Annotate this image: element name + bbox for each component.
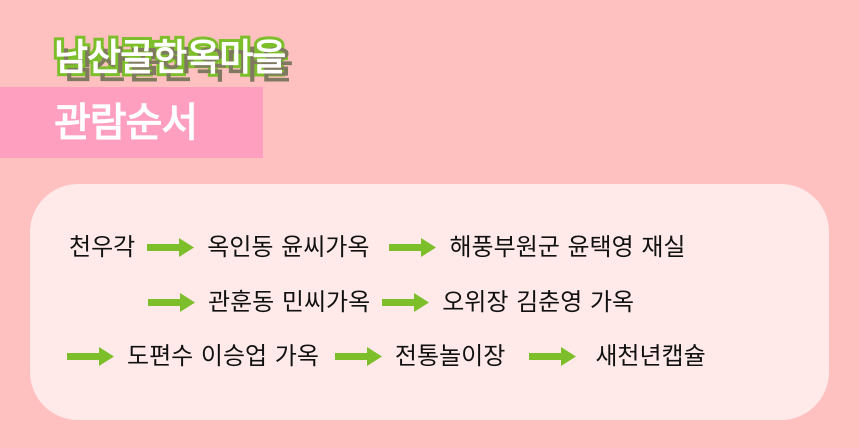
right-arrow-icon (67, 346, 115, 366)
route-stop: 오위장 김춘영 가옥 (442, 288, 635, 316)
route-row-2: 관훈동 민씨가옥 오위장 김춘영 가옥 (148, 286, 634, 318)
right-arrow-icon (382, 292, 430, 312)
route-stop: 도편수 이승업 가옥 (127, 342, 319, 370)
route-stop: 천우각 (69, 233, 136, 261)
right-arrow-icon (147, 237, 195, 257)
route-stop: 관훈동 민씨가옥 (208, 288, 371, 316)
route-stop: 옥인동 윤씨가옥 (207, 233, 370, 261)
route-row-3: 도편수 이승업 가옥 전통놀이장 새천년캡슐 (67, 340, 706, 372)
page-title: 남산골한옥마을 (51, 33, 289, 82)
right-arrow-icon (148, 292, 196, 312)
right-arrow-icon (334, 346, 383, 366)
route-stop: 해풍부원군 윤택영 재실 (449, 233, 686, 261)
right-arrow-icon (529, 346, 577, 366)
route-row-1: 천우각 옥인동 윤씨가옥 해풍부원군 윤택영 재실 (69, 231, 686, 263)
right-arrow-icon (389, 237, 437, 257)
title-highlight-band (0, 87, 263, 158)
page-subtitle: 관람순서 (54, 100, 198, 146)
route-stop: 새천년캡슐 (595, 342, 706, 370)
route-stop: 전통놀이장 (394, 342, 506, 370)
